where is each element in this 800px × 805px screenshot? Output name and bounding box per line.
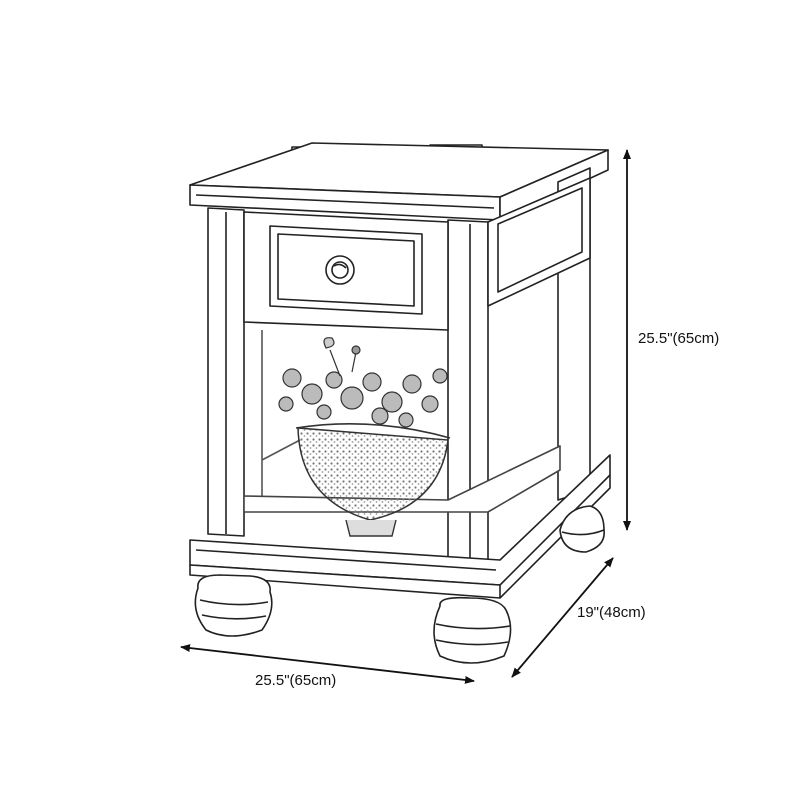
width-dimension-arrow [180, 644, 475, 684]
front-left-leg [207, 207, 245, 537]
height-label: 25.5"(65cm) [638, 330, 720, 347]
depth-label: 19"(48cm) [577, 604, 646, 621]
width-label: 25.5"(65cm) [255, 672, 337, 689]
flower-bowl-icon [295, 422, 451, 537]
rear-right-foot [559, 505, 605, 553]
flowers-icon [278, 337, 448, 428]
front-right-leg [447, 219, 489, 561]
drawer-knob-icon[interactable] [325, 255, 355, 285]
depth-dimension-arrow [511, 557, 614, 678]
front-left-foot [194, 574, 273, 637]
lower-shelf [243, 445, 561, 513]
base-plinth [189, 454, 611, 599]
side-apron [487, 177, 591, 307]
table-top [189, 142, 609, 221]
front-right-foot [433, 596, 512, 664]
